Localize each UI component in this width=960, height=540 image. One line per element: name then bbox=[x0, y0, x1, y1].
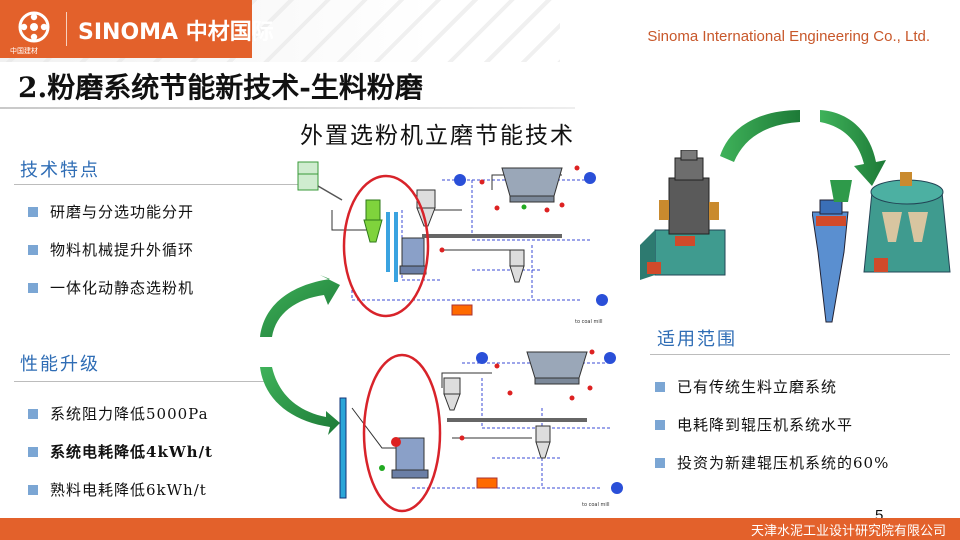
scope-heading: 适用范围 bbox=[657, 329, 737, 350]
fan-icon bbox=[611, 482, 623, 494]
separator-cone bbox=[812, 211, 849, 323]
fan-icon bbox=[476, 352, 488, 364]
fan-icon bbox=[604, 352, 616, 364]
bullet-square-icon bbox=[28, 485, 38, 495]
footer-bar: 天津水泥工业设计研究院有限公司 bbox=[0, 518, 960, 540]
curved-arrow-icon bbox=[720, 110, 800, 162]
valve-markers bbox=[439, 165, 580, 253]
title-underline bbox=[0, 107, 575, 109]
separator-icon bbox=[363, 199, 398, 282]
upgrade-heading: 性能升级 bbox=[20, 354, 100, 375]
upgrade-item: 系统阻力降低5000Pa bbox=[28, 403, 209, 424]
curved-arrow-icon bbox=[260, 367, 340, 435]
feature-item: 研磨与分选功能分开 bbox=[28, 201, 194, 222]
company-name-en: Sinoma International Engineering Co., Lt… bbox=[647, 28, 930, 45]
slide-title: 2.粉磨系统节能新技术-生料粉磨 bbox=[18, 71, 423, 104]
external-separator-mill-image bbox=[812, 172, 951, 323]
footer-company-name: 天津水泥工业设计研究院有限公司 bbox=[750, 524, 946, 539]
process-pipes bbox=[351, 372, 532, 449]
dust-collector-icon bbox=[535, 425, 551, 459]
valve-markers bbox=[379, 349, 595, 471]
bullet-square-icon bbox=[28, 447, 38, 457]
upgrade-item: 熟料电耗降低6kWh/t bbox=[28, 479, 207, 500]
coal-mill-outlet-label: to coal mill bbox=[582, 502, 610, 508]
coal-mill-outlet-label: to coal mill bbox=[575, 319, 603, 325]
highlight-circle bbox=[362, 353, 442, 513]
logo-separator bbox=[66, 12, 67, 46]
vertical-mill-icon bbox=[399, 237, 427, 275]
feed-hopper-icon bbox=[297, 161, 319, 191]
bag-filter-icon bbox=[501, 167, 563, 203]
page-number: 5 bbox=[875, 507, 884, 524]
scope-item: 投资为新建辊压机系统的60% bbox=[655, 452, 889, 473]
bullet-square-icon bbox=[28, 283, 38, 293]
upgrade-divider bbox=[14, 381, 274, 382]
logo-mark-label: 中国建材 bbox=[10, 47, 38, 55]
vertical-mill-icon bbox=[391, 437, 429, 479]
scope-item: 已有传统生料立磨系统 bbox=[655, 376, 837, 397]
scope-divider bbox=[650, 354, 950, 355]
features-heading: 技术特点 bbox=[20, 160, 100, 181]
fan-icon bbox=[584, 172, 596, 184]
curved-arrow-icon bbox=[260, 275, 340, 337]
bullet-square-icon bbox=[655, 420, 665, 430]
brand-logo: 中国建材 SINOMA 中材国际 bbox=[0, 0, 274, 58]
cyclone-icon bbox=[416, 189, 436, 227]
green-cycle-arrows-left bbox=[260, 275, 340, 435]
green-transform-arrows bbox=[720, 110, 886, 186]
fan-icon bbox=[454, 174, 466, 186]
belt-conveyor bbox=[317, 185, 343, 201]
screw-conveyor bbox=[447, 418, 587, 422]
feature-item: 一体化动静态选粉机 bbox=[28, 277, 194, 298]
bullet-square-icon bbox=[28, 409, 38, 419]
separator-icon bbox=[443, 377, 461, 411]
highlight-circle bbox=[342, 174, 430, 318]
screw-conveyor bbox=[422, 234, 562, 238]
bag-filter-icon bbox=[526, 351, 588, 385]
hot-gas-generator-icon bbox=[451, 304, 473, 316]
feature-item: 物料机械提升外循环 bbox=[28, 239, 194, 260]
bottom-process-flow-diagram: to coal mill bbox=[339, 349, 623, 513]
features-divider bbox=[14, 184, 299, 185]
bucket-elevator-icon bbox=[339, 397, 347, 499]
bullet-square-icon bbox=[655, 458, 665, 468]
bullet-square-icon bbox=[655, 382, 665, 392]
fan-icon bbox=[596, 294, 608, 306]
traditional-vertical-mill-image bbox=[640, 150, 726, 280]
bullet-square-icon bbox=[28, 245, 38, 255]
sinoma-logo-icon bbox=[18, 11, 50, 43]
top-process-flow-diagram: to coal mill bbox=[297, 161, 608, 325]
slide-subtitle: 外置选粉机立磨节能技术 bbox=[300, 123, 575, 149]
scope-item: 电耗降到辊压机系统水平 bbox=[655, 414, 853, 435]
upgrade-item: 系统电耗降低4kWh/t bbox=[28, 441, 213, 462]
dust-collector-icon bbox=[509, 249, 525, 283]
curved-arrow-icon bbox=[820, 110, 886, 186]
bullet-square-icon bbox=[28, 207, 38, 217]
hot-gas-generator-icon bbox=[476, 477, 498, 489]
logo-text: SINOMA 中材国际 bbox=[78, 20, 274, 45]
